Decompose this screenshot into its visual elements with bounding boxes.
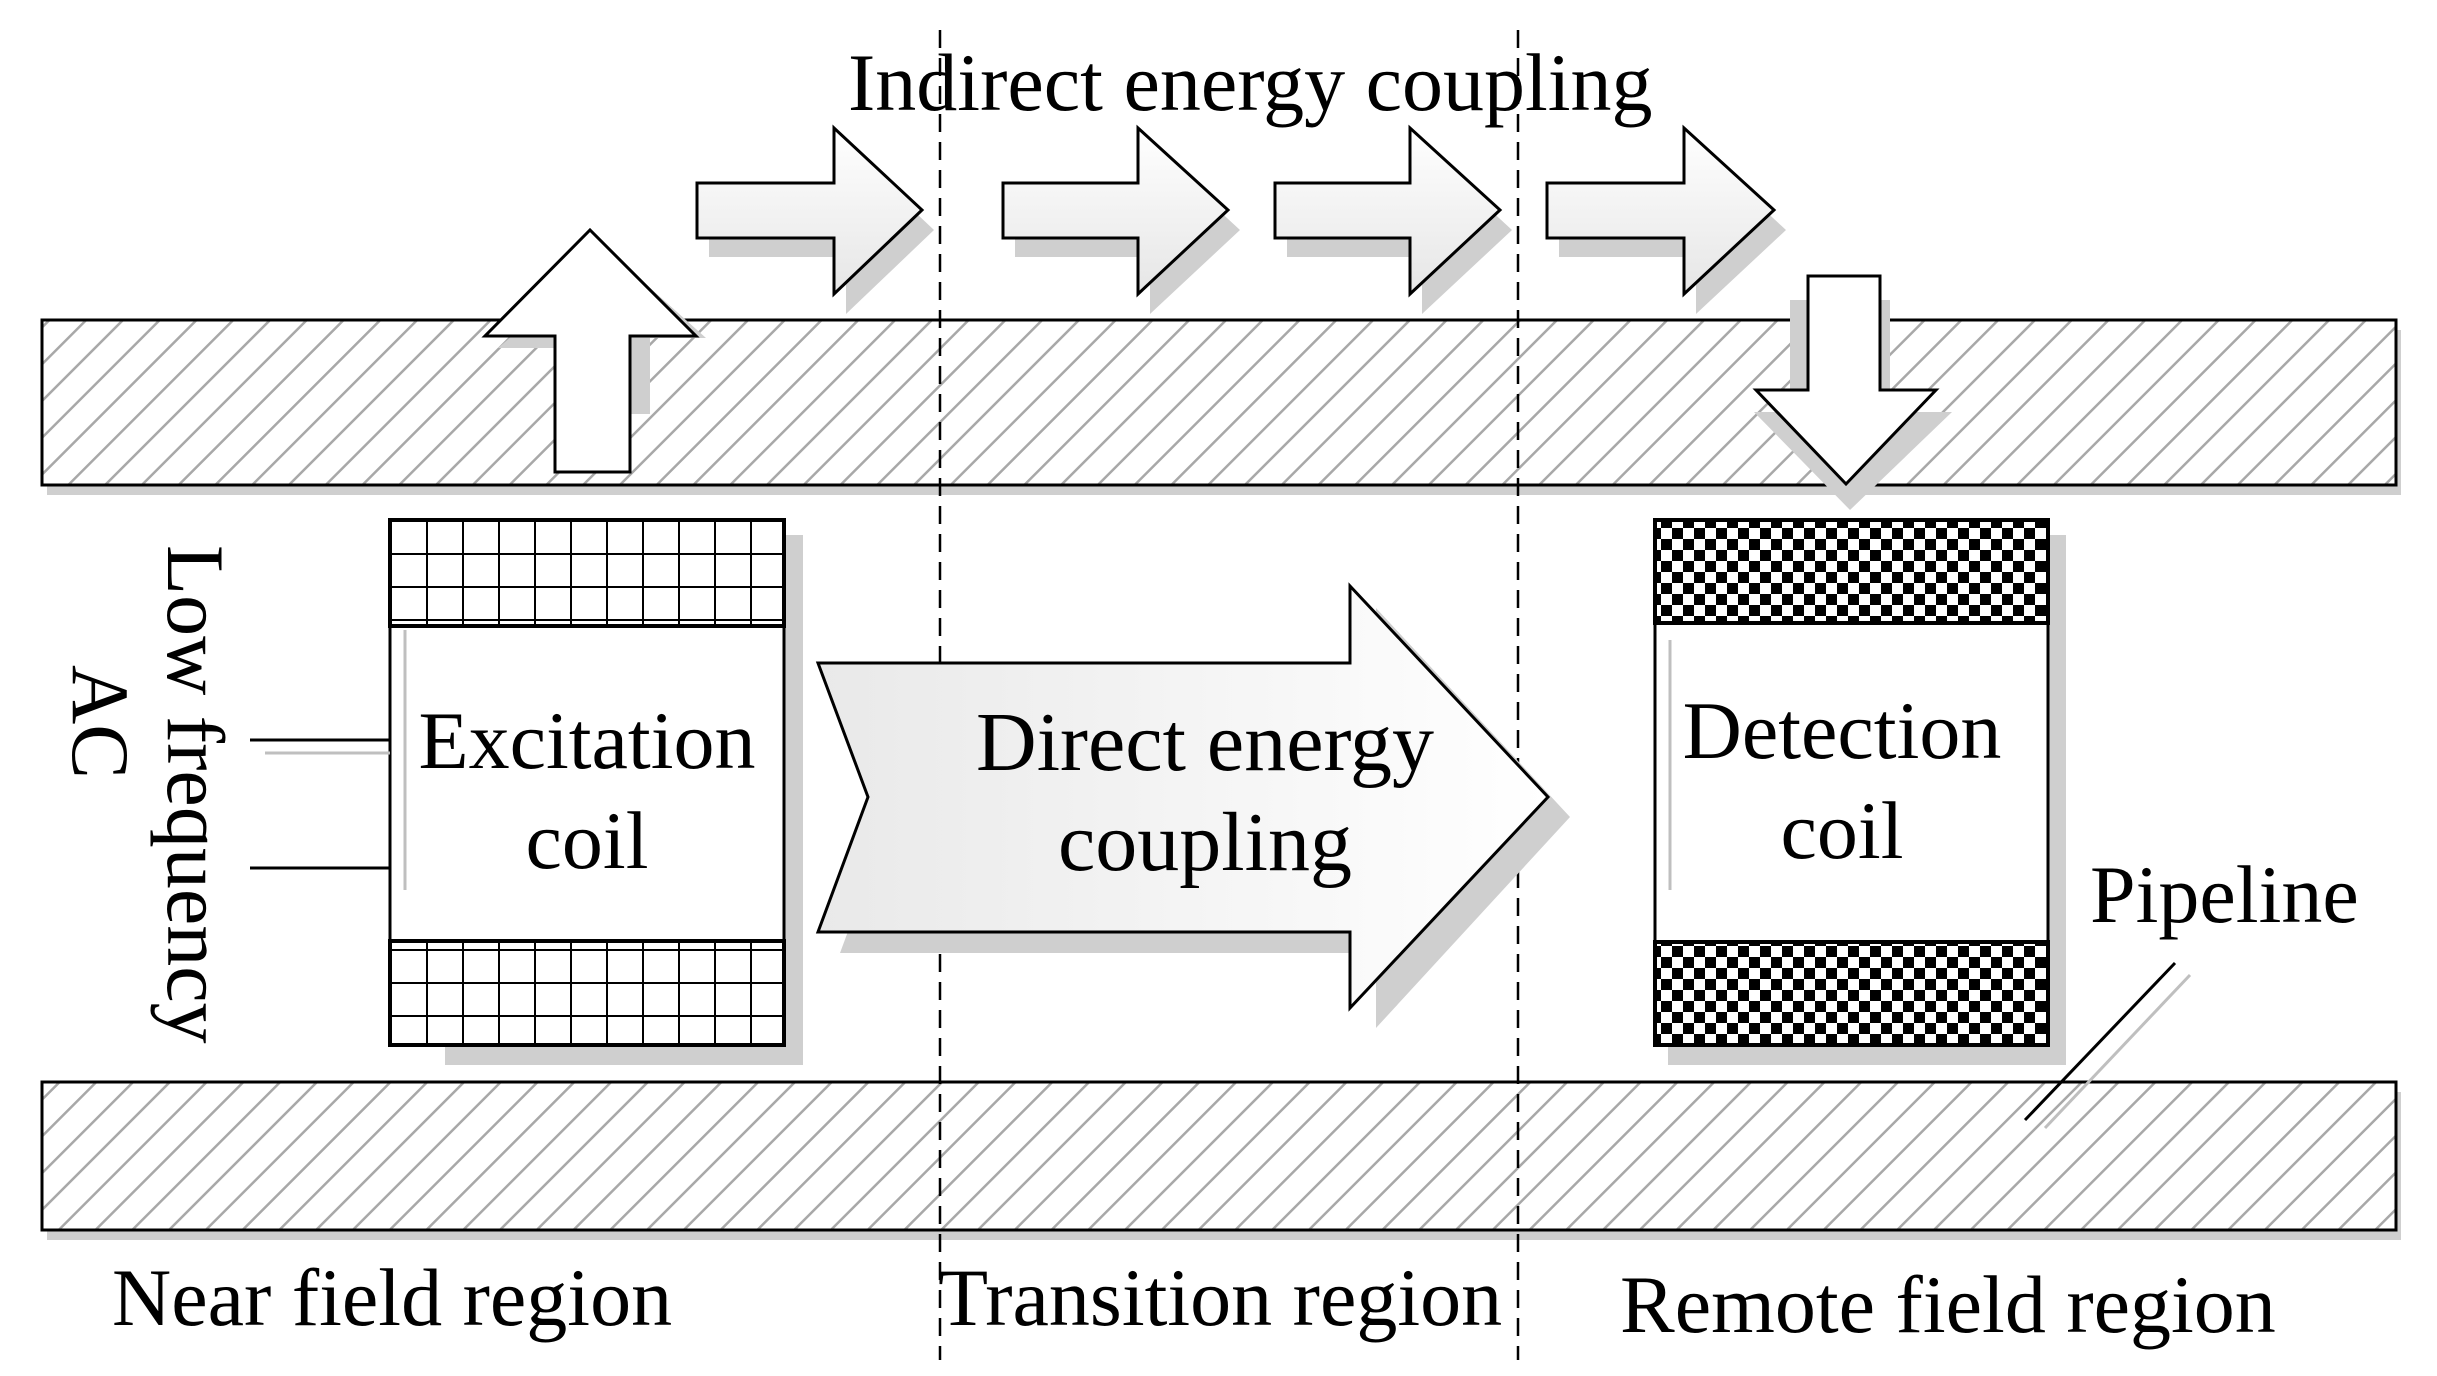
- remote-field-region-label: Remote field region: [1620, 1259, 2276, 1350]
- excitation-coil-label-line1: Excitation: [418, 695, 755, 786]
- arrow-right-1: [695, 124, 934, 314]
- pipe-wall-top: [40, 318, 2401, 495]
- excitation-coil: [388, 518, 803, 1065]
- detection-winding-bottom: [1653, 940, 2050, 1047]
- excitation-winding-top: [388, 518, 786, 628]
- lead-wires: [250, 738, 390, 870]
- ac-source-label: Low frequency AC: [55, 545, 241, 1044]
- pipe-wall-bottom: [40, 1080, 2401, 1240]
- arrow-down: [1752, 274, 1952, 510]
- transition-region-label: Transition region: [938, 1252, 1502, 1343]
- ac-source-label-line1: Low frequency: [150, 545, 241, 1044]
- detection-coil: [1653, 518, 2066, 1065]
- direct-coupling-label-line2: coupling: [1058, 796, 1352, 889]
- near-field-region-label: Near field region: [112, 1252, 672, 1343]
- ac-source-label-line2: AC: [55, 665, 146, 779]
- excitation-winding-bottom: [388, 939, 786, 1047]
- arrow-right-4: [1545, 124, 1786, 314]
- arrow-up: [481, 227, 706, 474]
- detection-coil-label-line1: Detection: [1683, 685, 2002, 776]
- arrow-right-3: [1273, 124, 1512, 314]
- indirect-coupling-label: Indirect energy coupling: [848, 37, 1653, 128]
- detection-coil-label-line2: coil: [1781, 785, 1904, 876]
- excitation-coil-label-line2: coil: [526, 795, 649, 886]
- direct-energy-arrow: [815, 582, 1570, 1028]
- pipeline-label: Pipeline: [2090, 849, 2359, 940]
- pipeline-leader: [2023, 961, 2192, 1130]
- arrow-right-2: [1001, 124, 1240, 314]
- detection-winding-top: [1653, 518, 2050, 625]
- direct-coupling-label-line1: Direct energy: [976, 696, 1434, 789]
